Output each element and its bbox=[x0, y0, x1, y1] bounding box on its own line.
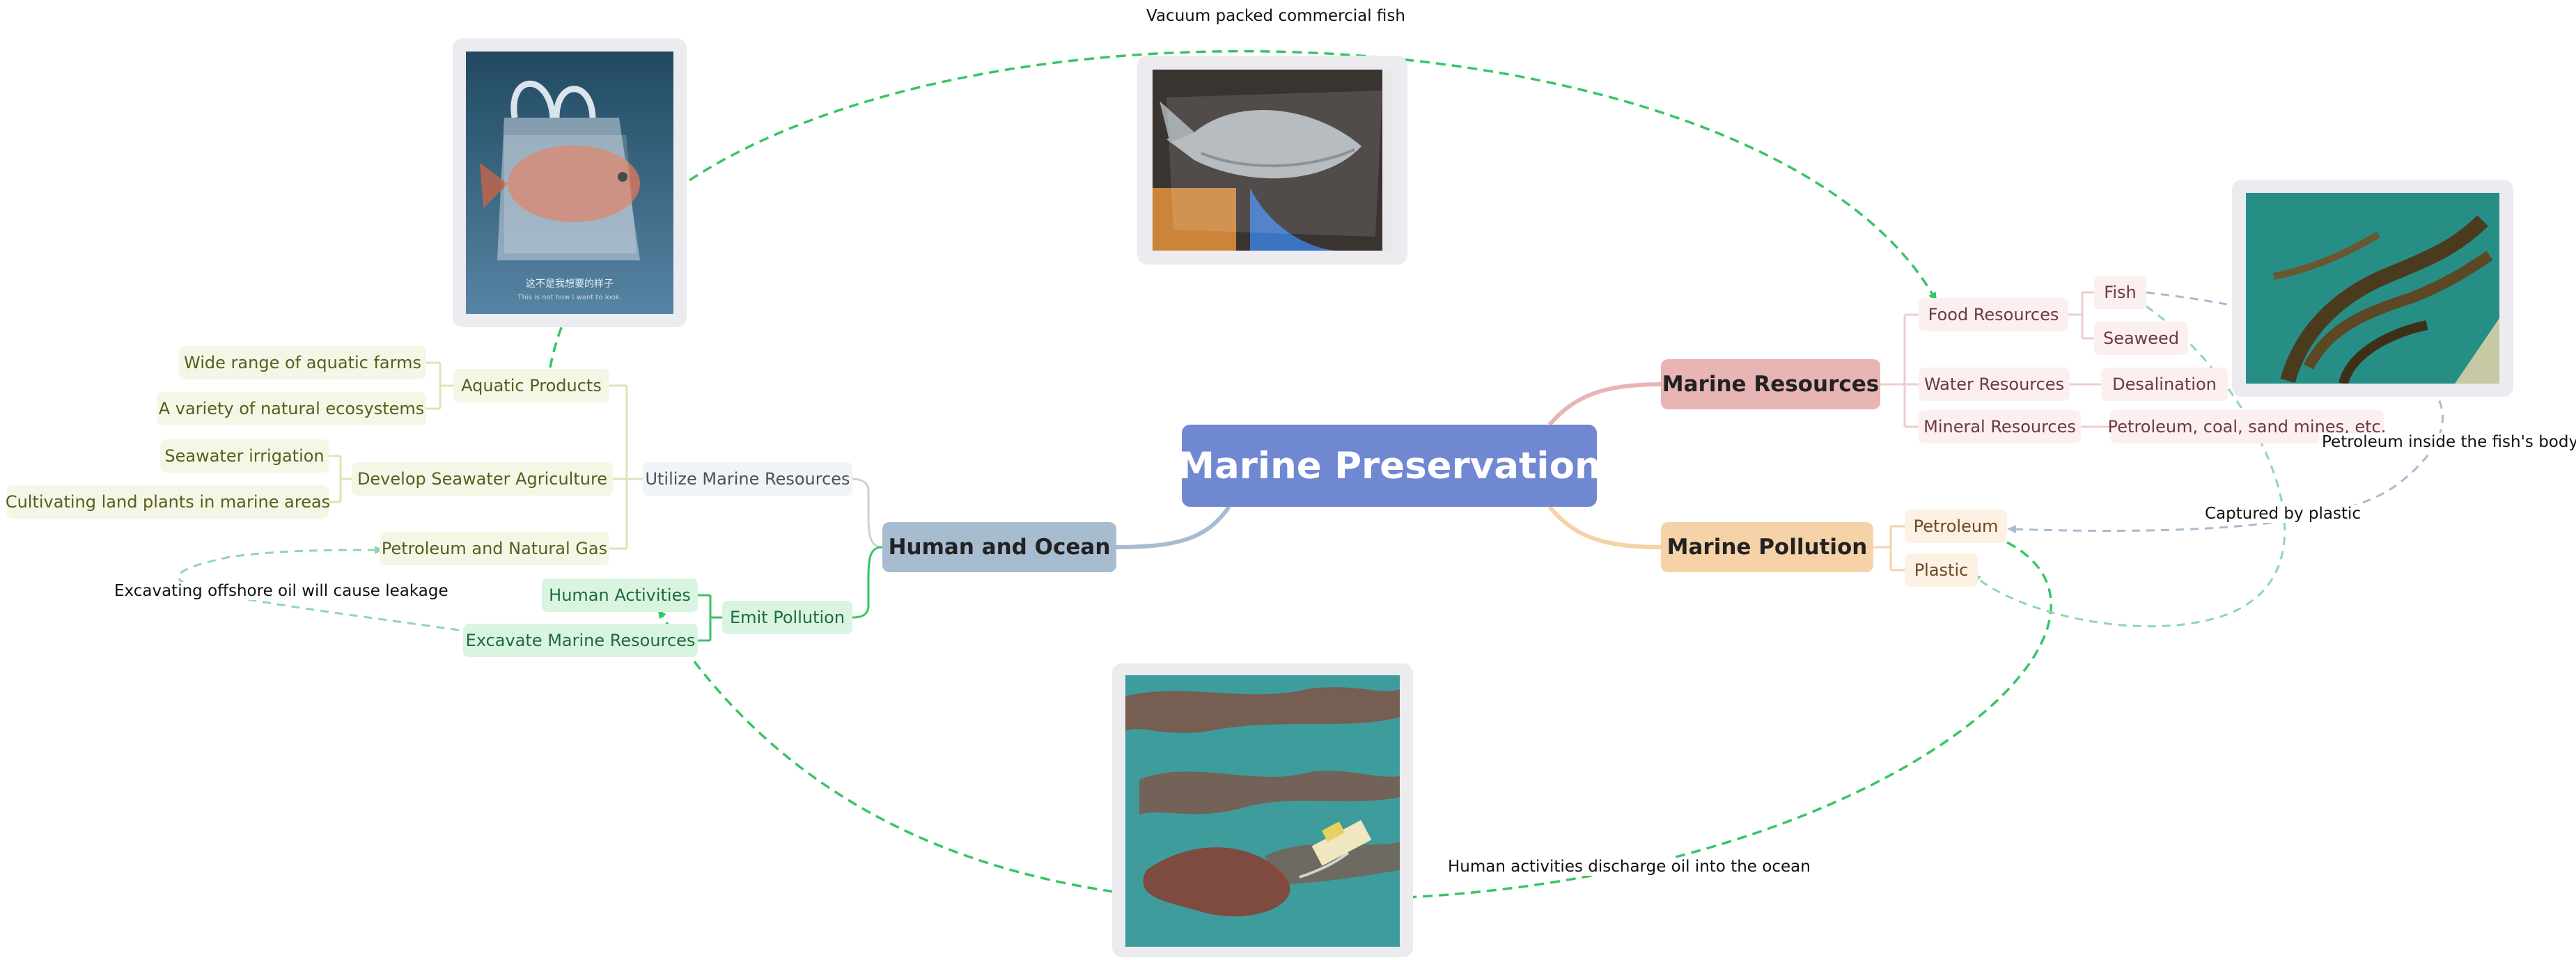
connector-food-children bbox=[2068, 291, 2094, 340]
leaf-cultivating-land-plants[interactable]: Cultivating land plants in marine areas bbox=[6, 485, 330, 519]
image-oil-spill[interactable] bbox=[1112, 663, 1413, 957]
relationship-captured-curve bbox=[1972, 305, 2286, 628]
connector-emit-children bbox=[698, 594, 722, 642]
topic-marine-resources[interactable]: Marine Resources bbox=[1661, 359, 1880, 409]
leaf-petroleum[interactable]: Petroleum bbox=[1905, 510, 2007, 543]
relationship-label-captured[interactable]: Captured by plastic bbox=[2202, 505, 2364, 523]
leaf-seaweed[interactable]: Seaweed bbox=[2094, 322, 2188, 355]
image-vacuum-packed-fish[interactable] bbox=[1137, 56, 1407, 265]
relationship-excavating-curve bbox=[178, 546, 474, 634]
connector-human-emit bbox=[852, 546, 883, 619]
image-caption-en: This is not how I want to look. bbox=[517, 294, 621, 301]
topic-water-resources[interactable]: Water Resources bbox=[1919, 368, 2070, 401]
vacuum-fish-picture bbox=[1153, 70, 1392, 251]
connector-human-utilize bbox=[852, 478, 883, 549]
leaf-excavate-marine-resources[interactable]: Excavate Marine Resources bbox=[463, 624, 698, 657]
connector-utilize-children bbox=[609, 384, 643, 550]
leaf-desalination[interactable]: Desalination bbox=[2101, 368, 2228, 401]
image-caption-cn: 这不是我想要的样子 bbox=[526, 278, 614, 290]
relationship-label-discharge[interactable]: Human activities discharge oil into the … bbox=[1445, 858, 1813, 876]
image-plastic-bag-fish[interactable]: 这不是我想要的样子 This is not how I want to look… bbox=[453, 38, 687, 327]
connector-resources-children bbox=[1880, 313, 1919, 428]
relationship-label-excavating[interactable]: Excavating offshore oil will cause leaka… bbox=[111, 582, 451, 600]
connector-root-pollution bbox=[1547, 505, 1662, 549]
relationship-label-vacuum[interactable]: Vacuum packed commercial fish bbox=[1143, 7, 1408, 25]
relationship-label-fish-body[interactable]: Petroleum inside the fish's body bbox=[2319, 433, 2576, 451]
topic-petroleum-and-natural-gas[interactable]: Petroleum and Natural Gas bbox=[380, 532, 609, 565]
leaf-seawater-irrigation[interactable]: Seawater irrigation bbox=[160, 439, 329, 473]
oil-spill-picture bbox=[1125, 675, 1400, 947]
image-seaweed[interactable] bbox=[2232, 180, 2513, 397]
connector-pollution-children bbox=[1873, 525, 1905, 572]
plastic-bag-fish-picture: 这不是我想要的样子 This is not how I want to look… bbox=[466, 52, 673, 314]
connector-seawater-children bbox=[329, 455, 352, 503]
topic-aquatic-products[interactable]: Aquatic Products bbox=[453, 369, 609, 402]
topic-food-resources[interactable]: Food Resources bbox=[1919, 298, 2068, 331]
leaf-aquatic-farms[interactable]: Wide range of aquatic farms bbox=[179, 346, 426, 379]
central-topic[interactable]: Marine Preservation bbox=[1178, 425, 1601, 507]
topic-marine-pollution[interactable]: Marine Pollution bbox=[1661, 522, 1873, 572]
topic-emit-pollution[interactable]: Emit Pollution bbox=[722, 601, 852, 634]
connector-root-human bbox=[1116, 505, 1231, 549]
connector-aquatic-children bbox=[426, 361, 453, 410]
topic-mineral-resources[interactable]: Mineral Resources bbox=[1919, 410, 2081, 443]
topic-utilize-marine-resources[interactable]: Utilize Marine Resources bbox=[643, 462, 852, 496]
leaf-human-activities[interactable]: Human Activities bbox=[542, 579, 698, 612]
seaweed-picture bbox=[2246, 193, 2499, 384]
leaf-plastic[interactable]: Plastic bbox=[1905, 553, 1978, 587]
topic-human-and-ocean[interactable]: Human and Ocean bbox=[882, 522, 1116, 572]
topic-develop-seawater-agriculture[interactable]: Develop Seawater Agriculture bbox=[352, 462, 613, 496]
connector-root-resources bbox=[1547, 382, 1662, 426]
leaf-fish[interactable]: Fish bbox=[2094, 276, 2146, 309]
leaf-natural-ecosystems[interactable]: A variety of natural ecosystems bbox=[157, 392, 426, 425]
